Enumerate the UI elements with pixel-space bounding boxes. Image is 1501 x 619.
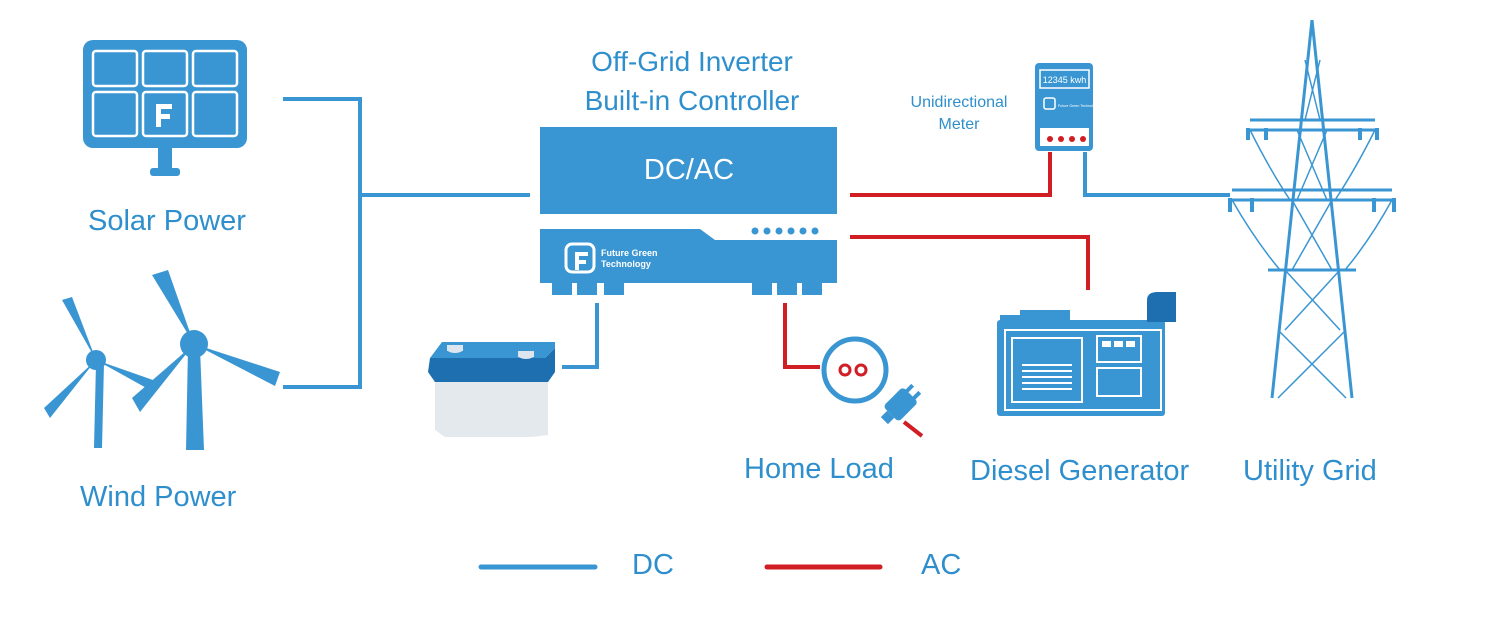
ac-wire-grid <box>1083 152 1230 197</box>
dc-wire-battery <box>562 303 599 369</box>
utility-grid-label: Utility Grid <box>1243 455 1377 487</box>
ac-wire-generator <box>850 235 1090 290</box>
home-load-plug-icon <box>821 336 924 438</box>
solar-panel-icon <box>83 40 247 176</box>
inverter-brand-line1: Future Green <box>601 248 658 258</box>
wind-turbine-icon <box>44 270 280 450</box>
meter-label-line2: Meter <box>938 116 980 133</box>
meter-label-line1: Unidirectional <box>910 94 1008 111</box>
home-load-label: Home Load <box>744 453 894 485</box>
inverter-title-line1: Off-Grid Inverter <box>591 46 793 77</box>
meter-icon <box>1035 63 1093 151</box>
inverter-display-text: DC/AC <box>644 154 734 186</box>
legend-ac-label: AC <box>921 549 962 581</box>
dc-wires <box>283 97 599 389</box>
battery-icon <box>428 342 555 437</box>
wind-power-label: Wind Power <box>80 481 237 513</box>
inverter-brand-line2: Technology <box>601 259 651 269</box>
inverter-title-line2: Built-in Controller <box>584 85 800 116</box>
ac-wire-meter <box>850 152 1052 197</box>
ac-wire-home <box>783 303 820 369</box>
diesel-generator-icon <box>997 292 1176 416</box>
inverter-logo-icon <box>564 242 596 274</box>
inverter-feet <box>552 283 822 295</box>
meter-reading: 12345 kwh <box>1043 75 1087 85</box>
inverter-base-panel <box>540 229 837 283</box>
diesel-generator-label: Diesel Generator <box>970 455 1190 487</box>
solar-power-label: Solar Power <box>88 205 246 237</box>
dc-wire-solar <box>283 97 362 389</box>
legend-dc-label: DC <box>632 549 674 581</box>
transmission-tower-icon <box>1228 19 1396 399</box>
meter-brand: Future Green Technology <box>1058 104 1099 108</box>
inverter-display-panel <box>540 127 837 214</box>
inverter-unit <box>540 127 837 295</box>
ac-wires <box>783 152 1230 369</box>
inverter-indicator-leds <box>751 227 819 235</box>
